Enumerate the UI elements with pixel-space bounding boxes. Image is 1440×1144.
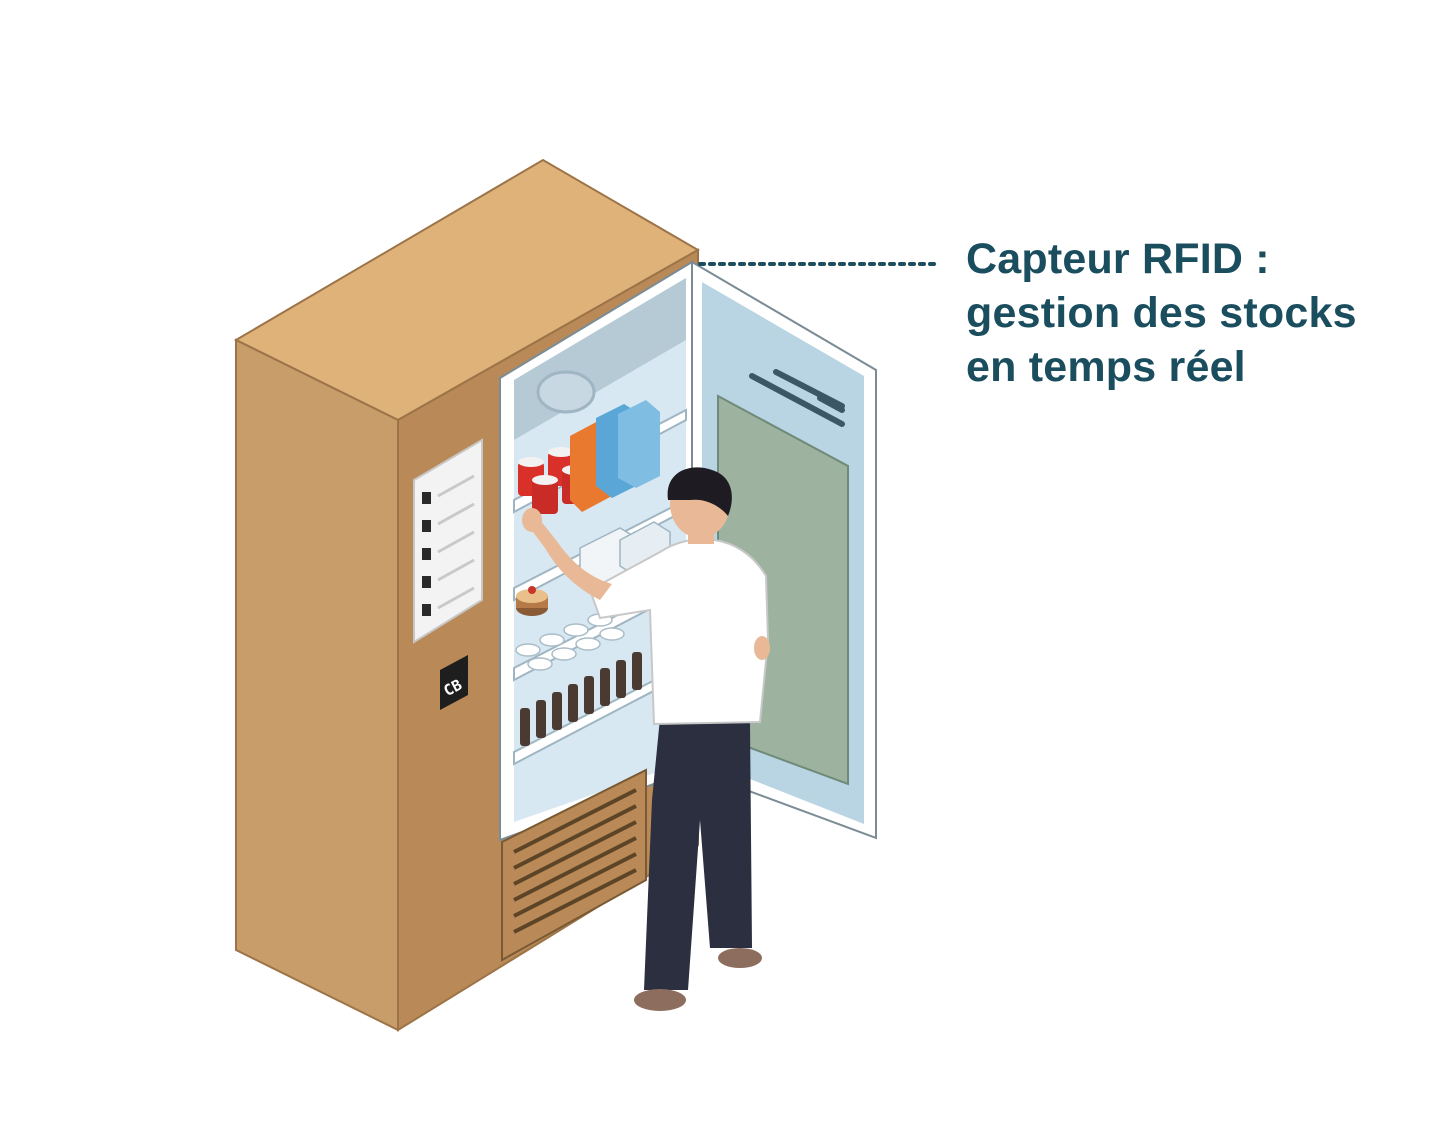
cake (516, 586, 548, 616)
callout-line-1: Capteur RFID : (966, 235, 1270, 283)
bottles (520, 652, 642, 746)
payment-badge: CB (440, 655, 468, 710)
callout-line-2: gestion des stocks (966, 289, 1357, 337)
cups (515, 613, 625, 671)
cabinet-left-side (235, 338, 399, 1032)
shoes (634, 948, 762, 1011)
rfid-callout: Capteur RFID : gestion des stocks en tem… (966, 232, 1406, 394)
hair (667, 467, 732, 516)
person (522, 467, 770, 1011)
fridge-compartment (499, 260, 693, 962)
cartons (570, 400, 660, 512)
info-panel (413, 438, 483, 644)
callout-line-3: en temps réel (966, 343, 1246, 391)
shirt (588, 538, 770, 726)
trousers (644, 718, 752, 990)
arm (530, 520, 612, 600)
cans (518, 447, 588, 514)
